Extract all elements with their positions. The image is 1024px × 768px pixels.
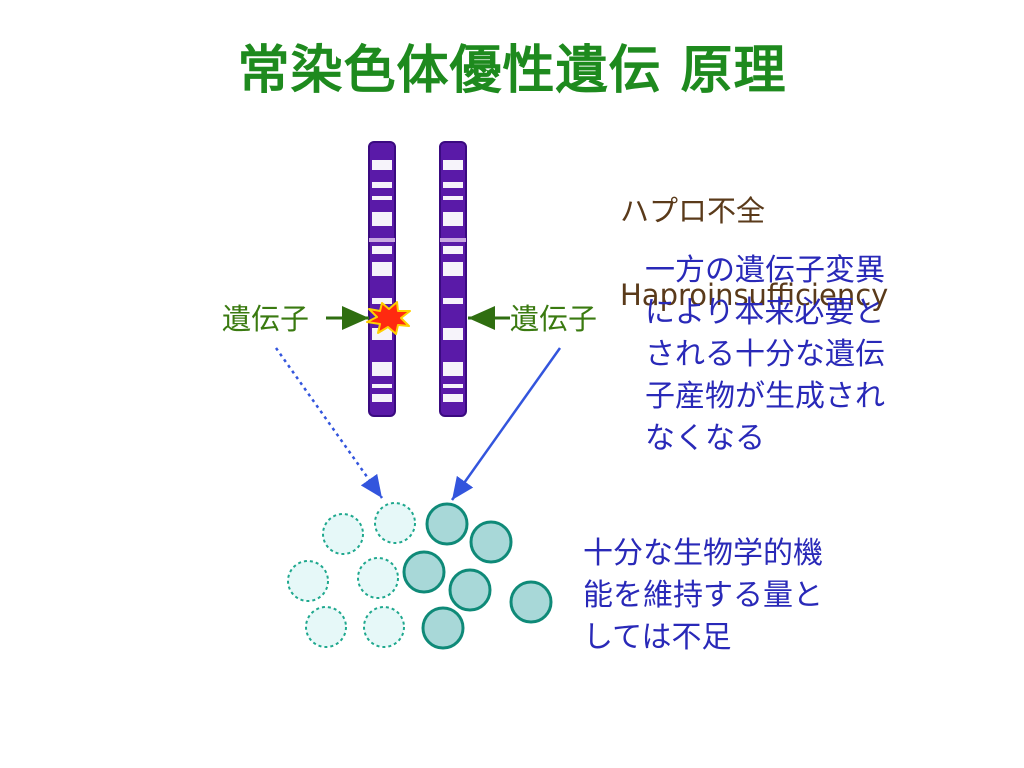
arrow-dotted-mutant [274, 347, 384, 499]
haploinsufficiency-label: ハプロ不全 Haproinsufficiency [620, 148, 888, 358]
gene-label-right: 遺伝子 [510, 302, 598, 336]
mutation-burst-icon [366, 301, 411, 335]
explanation-text: 一方の遺伝子変異 により本来必要と される十分な遺伝 子産物が生成され なくなる [645, 253, 885, 456]
gene-label-left: 遺伝子 [222, 302, 310, 336]
haplo-term-jp: ハプロ不全 [620, 194, 766, 228]
chromosome-left [368, 141, 396, 417]
gene-products-missing [287, 502, 416, 648]
gene-products-normal [402, 502, 553, 650]
arrow-solid-normal [450, 347, 562, 501]
chromosome-right [439, 141, 467, 417]
page-title: 常染色体優性遺伝 原理 [237, 41, 787, 101]
result-text: 十分な生物学的機 能を維持する量と しては不足 [583, 536, 823, 655]
haplo-term-en: Haproinsufficiency [620, 278, 889, 312]
